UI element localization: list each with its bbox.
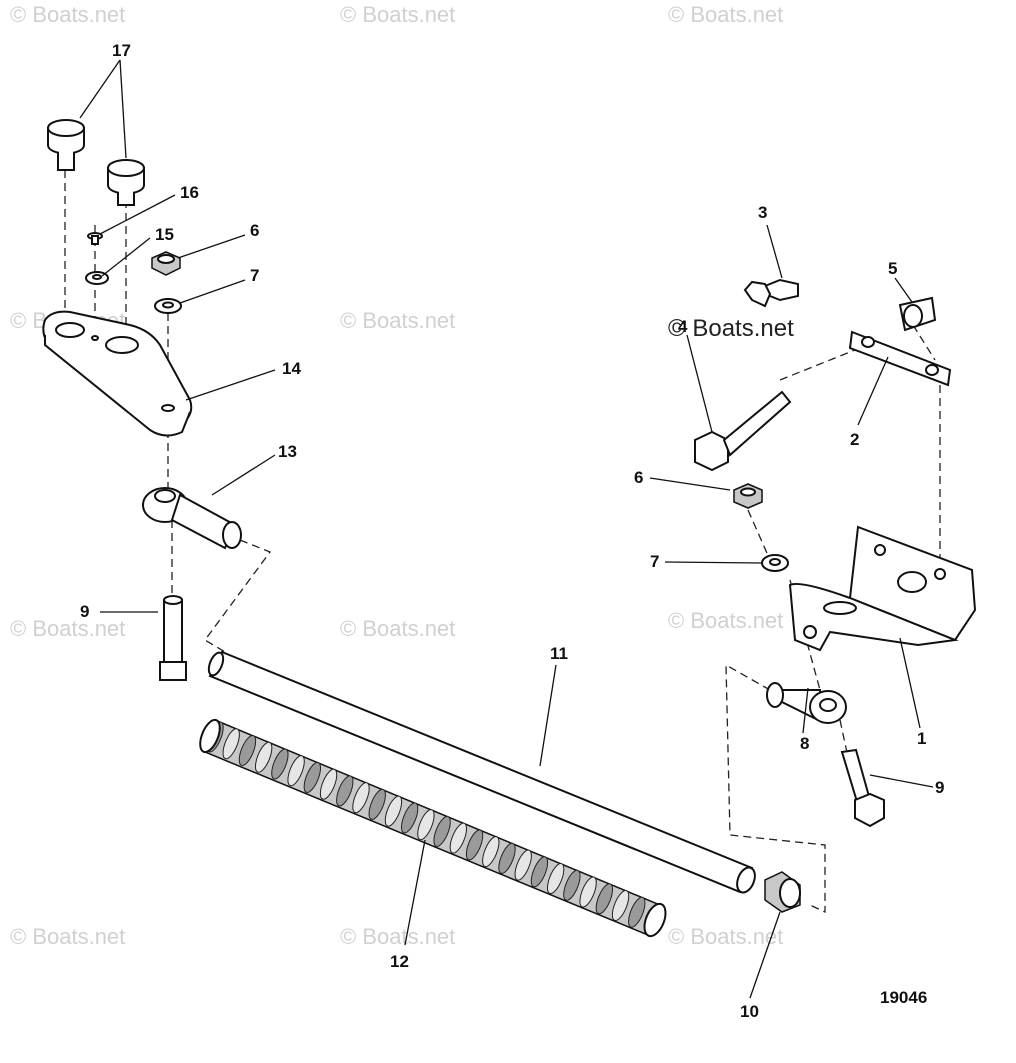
- callout-8: 8: [800, 734, 809, 753]
- callout-7-right: 7: [650, 552, 659, 571]
- sleeve-coil: [530, 856, 549, 888]
- watermark-text: © Boats.net: [340, 2, 455, 27]
- callout-12: 12: [390, 952, 409, 971]
- callout-13: 13: [278, 442, 297, 461]
- watermark-text: © Boats.net: [10, 924, 125, 949]
- sleeve-coil: [563, 869, 581, 901]
- sleeve-coil: [546, 863, 565, 895]
- callout-9: 9: [80, 602, 89, 621]
- part-11-rod: [207, 650, 756, 894]
- sleeve-coil: [498, 842, 516, 874]
- sleeve-coil: [628, 896, 646, 928]
- watermark-text: © Boats.net: [340, 308, 455, 333]
- sleeve-coil: [449, 822, 468, 854]
- sleeve-coil: [303, 761, 322, 793]
- sleeve-coil: [222, 728, 240, 760]
- sleeve-coil: [287, 755, 305, 787]
- part-6-nut-right: [733, 483, 763, 509]
- watermark-text: © Boats.net: [10, 2, 125, 27]
- part-8-rod-end: [766, 682, 847, 724]
- sleeve-coil: [400, 802, 419, 834]
- part-1-bracket: [788, 525, 977, 652]
- watermark-text: © Boats.net: [668, 608, 783, 633]
- callout-2: 2: [850, 430, 859, 449]
- assembly-lines: [64, 170, 941, 914]
- sleeve-coil: [417, 809, 435, 841]
- callout-16: 16: [180, 183, 199, 202]
- leader-lines: [79, 59, 934, 999]
- sleeve-coil: [368, 788, 386, 820]
- part-17-screws: [47, 119, 145, 206]
- callout-6-right: 6: [634, 468, 643, 487]
- watermark-text: © Boats.net: [668, 924, 783, 949]
- sleeve-coil: [433, 815, 451, 847]
- watermark-text: © Boats.net: [340, 924, 455, 949]
- watermarks: © Boats.net © Boats.net © Boats.net © Bo…: [10, 2, 794, 949]
- sleeve-coil: [271, 748, 289, 780]
- sleeve-coil: [595, 883, 614, 915]
- watermark-text-dark: © Boats.net: [668, 315, 794, 342]
- sleeve-coil: [482, 836, 500, 868]
- callout-5: 5: [888, 259, 897, 278]
- sleeve-coil: [352, 782, 370, 814]
- callout-14: 14: [282, 359, 301, 378]
- callout-17: 17: [112, 41, 131, 60]
- part-9-bolt-right: [840, 748, 885, 828]
- part-13-rod-end: [142, 487, 242, 550]
- callout-1: 1: [917, 729, 926, 748]
- sleeve-coil: [579, 876, 597, 908]
- sleeve-coil: [384, 795, 403, 827]
- part-7-washer-left: [154, 298, 182, 314]
- callout-11: 11: [550, 644, 568, 663]
- sleeve-coil: [238, 734, 257, 766]
- part-4-bolt: [694, 390, 792, 472]
- callout-7: 7: [250, 266, 259, 285]
- watermark-text: © Boats.net: [668, 2, 783, 27]
- part-6-nut-left: [151, 251, 181, 276]
- part-7-washer-right: [761, 554, 789, 572]
- callout-6: 6: [250, 221, 259, 240]
- part-9-bolt-left: [159, 595, 187, 681]
- part-10-nut: [764, 871, 801, 913]
- callout-3: 3: [758, 203, 767, 222]
- watermark-text: © Boats.net: [340, 616, 455, 641]
- callout-9-right: 9: [935, 778, 944, 797]
- sleeve-coil: [611, 890, 630, 922]
- part-5-spacer: [898, 296, 937, 332]
- sleeve-coil: [254, 741, 273, 773]
- part-14-bracket: [42, 310, 193, 437]
- part-12-sleeve: [199, 718, 667, 938]
- part-2-plate: [848, 330, 952, 387]
- sleeve-coil: [336, 775, 354, 807]
- figure-number: 19046: [880, 988, 927, 1007]
- part-16-small-screw: [87, 232, 103, 245]
- sleeve-coil: [514, 849, 532, 881]
- sleeve-coil: [319, 768, 338, 800]
- part-3-bolt: [743, 278, 799, 308]
- callout-10: 10: [740, 1002, 759, 1021]
- callout-4: 4: [678, 317, 688, 336]
- callout-15: 15: [155, 225, 174, 244]
- watermark-text: © Boats.net: [10, 616, 125, 641]
- callouts: 17 16 15 6 7 14 13 9 11 12 10 3 5 4 2 6 …: [80, 41, 944, 1021]
- sleeve-coil: [465, 829, 484, 861]
